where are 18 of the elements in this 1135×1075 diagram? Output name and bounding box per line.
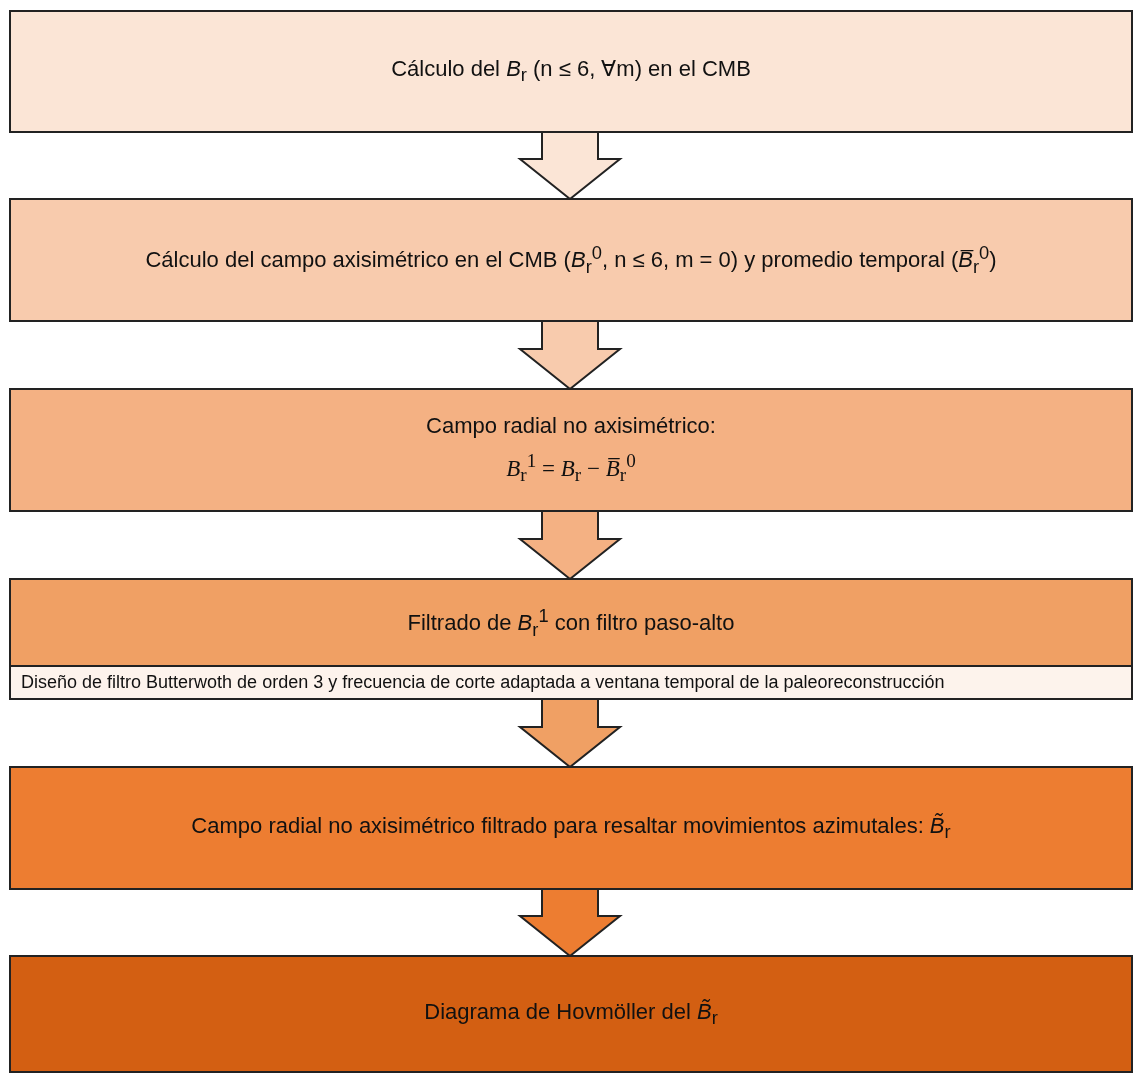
block-arrow (517, 131, 623, 201)
process-box (9, 10, 1133, 133)
box-text: Cálculo del B$_{r}$ (n ≤ 6, ∀m) en el CMB (390, 55, 752, 88)
block-arrow (517, 888, 623, 958)
box-text: Campo radial no axisimétrico filtrado para resaltar movimientos azimutales: B̃$_{r}$ (190, 811, 952, 845)
process-box (9, 578, 1133, 700)
description-text: Diseño de filtro Butterwoth de orden 3 y frecuencia de corte adaptada a ventana temporal de la paleoreconstrucción (11, 664, 1131, 698)
box-text: Campo radial no axisimétrico: (425, 412, 717, 441)
process-box (9, 766, 1133, 890)
block-arrow (517, 510, 623, 581)
block-arrow (517, 698, 623, 769)
box-text: Cálculo del campo axisimétrico en el CMB (B$_{r}$$^{0}$, n ≤ 6, m = 0) y promedio temporal (B̅$_{r}$$^{0}$) (144, 241, 998, 279)
box-text: Diagrama de Hovmöller del B̃$_{r}$ (423, 997, 719, 1031)
process-box (9, 198, 1133, 322)
process-box (9, 388, 1133, 512)
box-heading: Filtrado de B$_{r}$$^{1}$ con filtro paso-alto (406, 603, 736, 642)
process-box (9, 955, 1133, 1073)
block-arrow (517, 320, 623, 391)
